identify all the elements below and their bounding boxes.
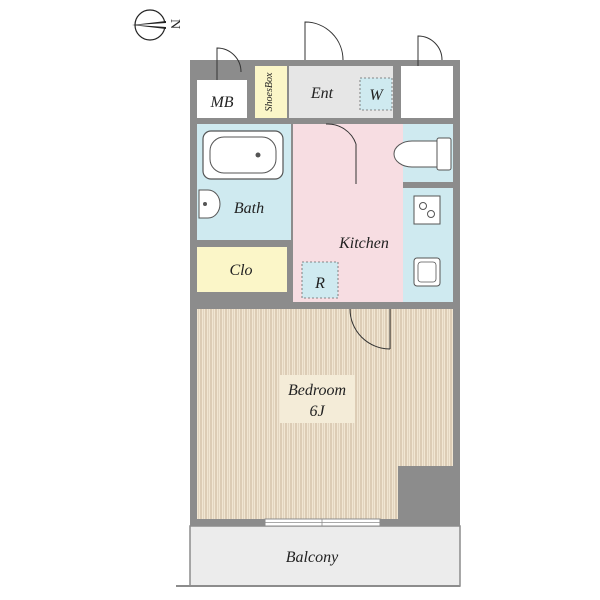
wall-kitchen-bedroom bbox=[290, 302, 453, 309]
closet-label: Clo bbox=[229, 262, 252, 279]
storage-room-right bbox=[401, 66, 453, 118]
kitchen-label: Kitchen bbox=[338, 235, 389, 252]
bedroom-window bbox=[264, 518, 381, 527]
mb-label: MB bbox=[209, 94, 233, 111]
stove-icon bbox=[413, 195, 441, 225]
compass-label: N bbox=[167, 19, 182, 29]
shoes-box-label: ShoesBox bbox=[264, 72, 275, 111]
kitchen-room-ext bbox=[293, 124, 356, 184]
shoes-box-room bbox=[255, 66, 287, 118]
bedroom-label-bg bbox=[280, 375, 355, 423]
entrance-label: Ent bbox=[310, 85, 334, 102]
compass: N bbox=[132, 9, 182, 41]
toilet-icon bbox=[393, 137, 452, 171]
bedroom-label: Bedroom bbox=[288, 382, 346, 399]
washer-label: W bbox=[369, 87, 384, 104]
storage-door bbox=[417, 35, 443, 66]
compass-needle-tail bbox=[136, 23, 166, 27]
bedroom-size-label: 6J bbox=[309, 403, 325, 420]
mb-room bbox=[197, 80, 247, 118]
refrigerator-box bbox=[301, 261, 339, 299]
sink-icon bbox=[413, 257, 441, 287]
closet-room bbox=[197, 247, 287, 292]
wall-closet-bedroom bbox=[197, 292, 293, 298]
bedroom-door bbox=[349, 308, 391, 350]
washbasin-icon bbox=[198, 189, 221, 219]
bathtub-icon bbox=[202, 130, 284, 180]
bedroom-pillar bbox=[398, 466, 453, 519]
toilet-door bbox=[325, 123, 357, 184]
washer-box bbox=[359, 77, 393, 111]
mb-door bbox=[216, 47, 242, 80]
entrance-door bbox=[304, 21, 344, 61]
balcony-label: Balcony bbox=[286, 549, 339, 566]
refrigerator-label: R bbox=[314, 275, 325, 292]
bath-label: Bath bbox=[234, 200, 264, 217]
